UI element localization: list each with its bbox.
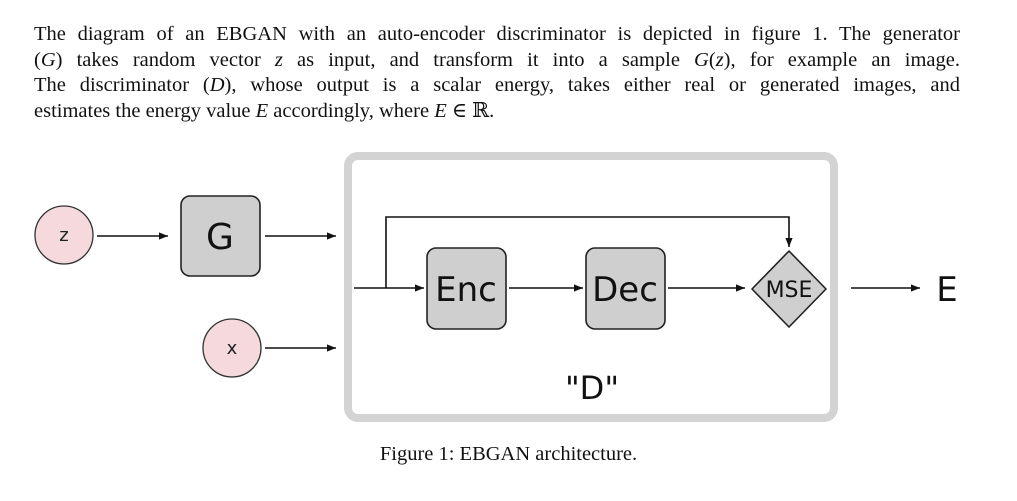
- discriminator-label: "D": [565, 369, 619, 407]
- body-paragraph: The diagram of an EBGAN with an auto-enc…: [34, 22, 960, 124]
- paragraph-line-4: estimates the energy value E accordingly…: [34, 99, 495, 122]
- decoder-block: Dec: [585, 247, 666, 330]
- paragraph-line-2: (G) takes random vector z as input, and …: [34, 48, 960, 71]
- generator-block: G: [180, 195, 261, 277]
- mse-label: MSE: [766, 278, 813, 303]
- decoder-label: Dec: [592, 270, 658, 310]
- encoder-block: Enc: [426, 247, 507, 330]
- paragraph-line-3: The discriminator (D), whose output is a…: [34, 74, 960, 96]
- encoder-label: Enc: [435, 270, 497, 310]
- figure-caption: Figure 1: EBGAN architecture.: [379, 443, 638, 465]
- input-x-label: x: [227, 338, 238, 359]
- skip-connection-arrow: [385, 216, 793, 288]
- generator-label: G: [206, 217, 234, 258]
- paragraph-line-1: The diagram of an EBGAN with an auto-enc…: [34, 23, 960, 45]
- energy-output-label: E: [936, 270, 957, 310]
- mse-node: MSE: [751, 250, 827, 328]
- input-x-node: x: [202, 318, 262, 378]
- input-z-node: z: [34, 205, 94, 265]
- input-z-label: z: [59, 225, 68, 246]
